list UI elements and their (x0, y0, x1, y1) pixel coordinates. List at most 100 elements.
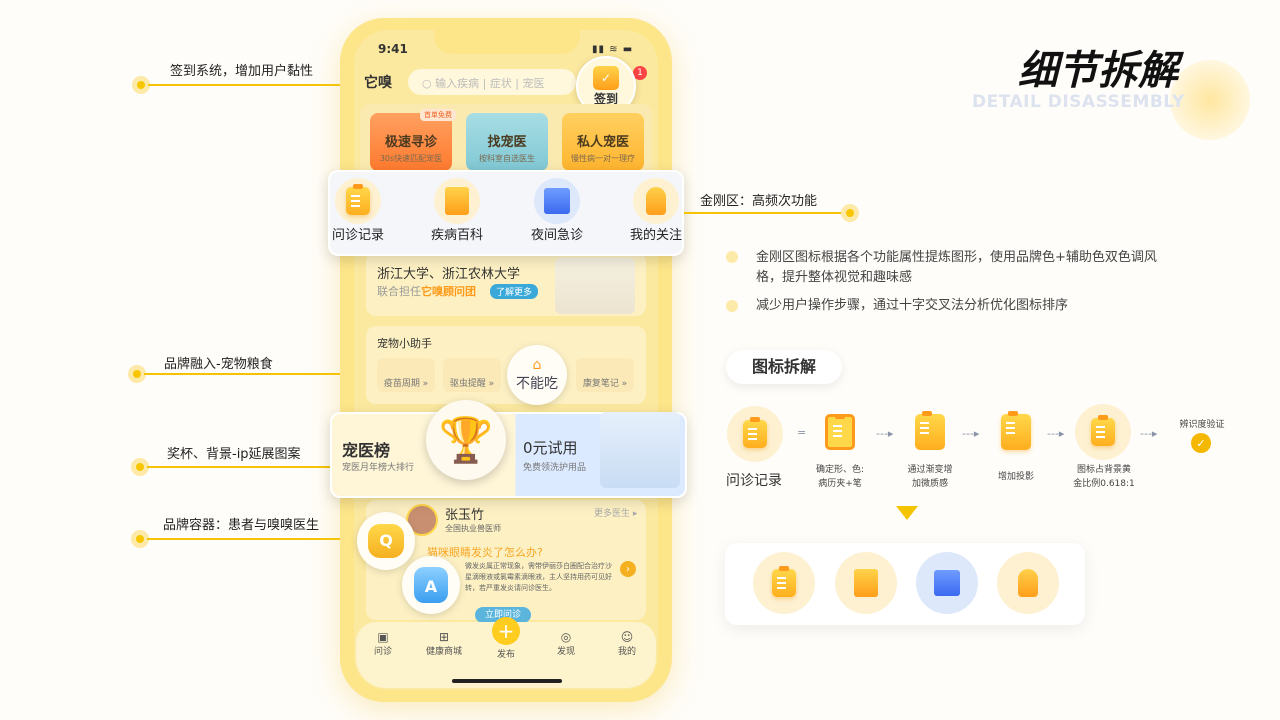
arrow-icon: ---▸ (876, 427, 894, 440)
checkin-label: 签到 (593, 91, 618, 106)
clipboard-icon-step2 (908, 408, 952, 456)
rank-title: 宠医榜 (342, 441, 391, 460)
annotation-dot (132, 76, 150, 94)
cannot-eat-button[interactable]: ⌂ 不能吃 (507, 345, 567, 405)
annotation-kingkong: 金刚区：高频次功能 (700, 194, 818, 209)
quick-card-private-vet[interactable]: 私人宠医慢性病一对一理疗 (562, 113, 644, 171)
book-icon (434, 178, 480, 224)
nav-publish[interactable]: 发布 (496, 650, 515, 660)
clipboard-icon-step3 (994, 408, 1038, 456)
learn-more-button[interactable]: 了解更多 (490, 284, 539, 299)
step-caption: 确定形、色: 病历夹+笔 (815, 465, 865, 489)
banner-title: 浙江大学、浙江农林大学 (377, 267, 521, 282)
clipboard-icon-step4 (1075, 404, 1131, 460)
free-tag: 首单免费 (420, 109, 456, 121)
kk-consult-record[interactable]: 问诊记录 (330, 178, 386, 243)
section-title: 细节拆解 (1018, 48, 1178, 94)
annotation-brand-food: 品牌融入-宠物粮食 (164, 357, 273, 372)
main-icon-label: 问诊记录 (726, 473, 782, 489)
kk-night-emergency[interactable]: 夜间急诊 (528, 178, 586, 243)
q-cat-icon: Q (357, 512, 415, 570)
bullet-text: 金刚区图标根据各个功能属性提炼图形，使用品牌色+辅助色双色调风格，提升整体视觉和… (756, 250, 1157, 285)
assistant-title: 宠物小助手 (377, 337, 432, 350)
doctor-pin-icon (633, 178, 679, 224)
bullet-dot (726, 251, 738, 263)
step-caption: 增加投影 (997, 472, 1034, 482)
annotation-line (147, 538, 367, 540)
annotation-checkin: 签到系统，增加用户黏性 (170, 64, 314, 79)
calendar-check-icon: ✓ (593, 65, 619, 90)
doctor-pin-icon (997, 552, 1059, 614)
verify-label: 辨识度验证 (1179, 420, 1225, 430)
nav-mine[interactable]: ☺我的 (617, 630, 636, 657)
step-caption: 图标占背景黄 金比例0.618:1 (1073, 465, 1135, 489)
question-title: 猫咪眼睛发炎了怎么办? (427, 546, 543, 559)
trial-title: 0元试用 (523, 439, 578, 457)
decor-glow (1170, 60, 1250, 140)
publish-plus-icon[interactable]: + (492, 617, 520, 645)
equals-sign: = (797, 426, 807, 439)
annotation-dot (841, 204, 859, 222)
status-icons: ▮▮ ≋ ▬ (592, 44, 634, 55)
clipboard-icon-main (727, 406, 783, 462)
kingkong-card (328, 170, 684, 256)
hospital-building-icon (916, 552, 978, 614)
book-icon (835, 552, 897, 614)
answer-text: 微发炎属正常现象，需带伊丽莎白圈配合治疗沙星滴眼液或氯霉素滴眼液，主人坚持用药可… (465, 562, 612, 592)
doctor-cert: 全国执业兽医师 (445, 524, 501, 533)
clipboard-icon (335, 178, 381, 224)
section-subtitle: DETAIL DISASSEMBLY (972, 92, 1185, 112)
doctors-image (555, 258, 635, 314)
food-bowl-icon: ⌂ (532, 357, 542, 373)
quick-card-find-vet[interactable]: 找宠医按科室自选医生 (466, 113, 548, 171)
down-triangle-icon (896, 506, 918, 520)
consult-now-button[interactable]: 立即问诊 (475, 607, 531, 623)
hospital-building-icon (534, 178, 580, 224)
trophy-icon: 🏆 (426, 400, 506, 480)
bullet-dot (726, 300, 738, 312)
arrow-icon: ---▸ (962, 427, 980, 440)
check-icon: ✓ (1191, 433, 1211, 453)
kk-my-follow[interactable]: 我的关注 (627, 178, 685, 243)
doctor-name: 张玉竹 (445, 508, 485, 523)
annotation-container: 品牌容器：患者与嗅嗅医生 (163, 518, 320, 533)
step-caption: 通过渐变增 加微质感 (907, 465, 953, 489)
search-icon: ○ (422, 77, 436, 90)
bullet-text: 减少用户操作步骤，通过十字交叉法分析优化图标排序 (756, 298, 1069, 313)
arrow-icon: ---▸ (1047, 427, 1065, 440)
banner-line: 联合担任 (377, 285, 421, 298)
icon-section-title: 图标拆解 (726, 350, 842, 384)
app-logo: 它嗅 (364, 75, 392, 91)
annotation-dot (131, 530, 149, 548)
home-indicator (452, 679, 562, 683)
banner-brand: 它嗅顾问团 (421, 285, 476, 298)
annotation-line (147, 466, 437, 468)
clipboard-icon-step1 (818, 408, 862, 456)
clipboard-icon (753, 552, 815, 614)
a-doctor-icon: A (402, 556, 460, 614)
annotation-line (684, 212, 844, 214)
message-badge: 1 (633, 66, 647, 80)
kk-disease-wiki[interactable]: 疾病百科 (428, 178, 486, 243)
search-input[interactable]: ○ 输入疾病 | 症状 | 宠医 (408, 69, 576, 95)
annotation-dot (131, 458, 149, 476)
annotation-trophy: 奖杯、背景-ip延展图案 (167, 447, 301, 462)
assistant-deworm[interactable]: 驱虫提醒 » (443, 358, 501, 392)
annotation-line (144, 373, 514, 375)
arrow-icon: ---▸ (1140, 427, 1158, 440)
annotation-dot (128, 365, 146, 383)
rank-sub: 宠医月年榜大排行 (342, 463, 415, 473)
chevron-right-icon[interactable]: › (620, 561, 636, 577)
more-doctors-link[interactable]: 更多医生 ▸ (594, 509, 638, 519)
products-image (600, 412, 680, 488)
assistant-vaccine[interactable]: 疫苗周期 » (377, 358, 435, 392)
nav-consult[interactable]: ▣问诊 (373, 630, 392, 657)
assistant-notes[interactable]: 康复笔记 » (576, 358, 634, 392)
trial-sub: 免费领洗护用品 (523, 463, 587, 473)
cannot-eat-label: 不能吃 (516, 376, 558, 392)
status-time: 9:41 (378, 42, 408, 56)
nav-shop[interactable]: ⊞健康商城 (425, 630, 462, 657)
phone-notch (434, 30, 580, 54)
nav-discover[interactable]: ◎发现 (556, 630, 575, 657)
